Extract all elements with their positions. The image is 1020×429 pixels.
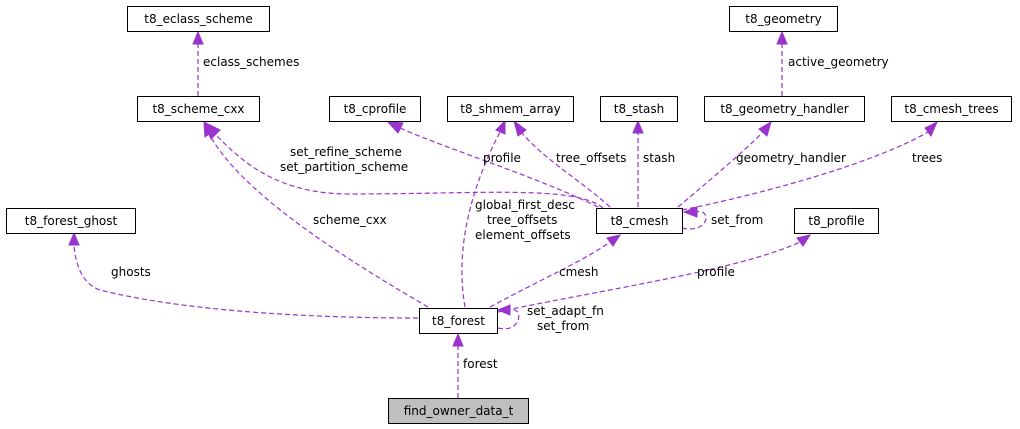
node-t8-forest-ghost[interactable]: t8_forest_ghost (6, 208, 136, 234)
edge-cmesh-tree-offsets (513, 119, 611, 208)
edge-forest-profile (497, 234, 812, 313)
label-element-offsets: element_offsets (475, 228, 571, 242)
label-active-geometry: active_geometry (788, 55, 889, 69)
edge-cmesh-set-from (681, 206, 707, 230)
svg-text:t8_forest_ghost: t8_forest_ghost (25, 214, 118, 228)
node-t8-cmesh[interactable]: t8_cmesh (596, 208, 683, 234)
label-cmesh-trees: trees (912, 151, 942, 165)
node-t8-scheme-cxx[interactable]: t8_scheme_cxx (137, 96, 260, 122)
svg-text:t8_profile: t8_profile (808, 214, 864, 228)
svg-text:t8_stash: t8_stash (614, 102, 665, 116)
edge-cmesh-trees (681, 120, 938, 211)
edge-find-owner-forest (452, 332, 464, 398)
node-t8-eclass-scheme[interactable]: t8_eclass_scheme (127, 6, 270, 32)
label-cmesh-set-from: set_from (711, 213, 763, 227)
label-forest: forest (463, 357, 498, 371)
edge-forest-ghosts (68, 231, 419, 319)
label-global-first-desc: global_first_desc (475, 198, 575, 212)
edge-eclass-schemes (192, 30, 204, 96)
svg-text:find_owner_data_t: find_owner_data_t (404, 404, 514, 418)
label-set-partition-scheme: set_partition_scheme (280, 160, 408, 174)
edge-cmesh-profile (386, 121, 599, 208)
node-t8-forest[interactable]: t8_forest (419, 308, 498, 334)
svg-text:t8_forest: t8_forest (432, 314, 485, 328)
svg-text:t8_cprofile: t8_cprofile (344, 102, 407, 116)
node-t8-profile[interactable]: t8_profile (794, 208, 879, 234)
edge-forest-set-adapt (496, 304, 520, 330)
label-forest-tree-offsets: tree_offsets (487, 213, 557, 227)
label-set-refine-scheme: set_refine_scheme (290, 145, 402, 159)
node-t8-shmem-array[interactable]: t8_shmem_array (447, 96, 574, 122)
edge-active-geometry (776, 30, 788, 96)
node-t8-stash[interactable]: t8_stash (600, 96, 678, 122)
node-t8-cmesh-trees[interactable]: t8_cmesh_trees (891, 96, 1012, 122)
label-cmesh-geometry-handler: geometry_handler (736, 151, 846, 165)
edge-cmesh-stash (632, 119, 644, 207)
label-cmesh-tree-offsets: tree_offsets (556, 151, 626, 165)
svg-text:t8_shmem_array: t8_shmem_array (460, 102, 560, 116)
label-set-adapt-fn: set_adapt_fn (527, 304, 604, 318)
label-forest-cmesh: cmesh (559, 265, 599, 279)
svg-text:t8_geometry_handler: t8_geometry_handler (720, 102, 848, 116)
label-forest-ghosts: ghosts (111, 265, 151, 279)
svg-text:t8_cmesh_trees: t8_cmesh_trees (904, 102, 998, 116)
svg-text:t8_geometry: t8_geometry (745, 12, 822, 26)
edge-forest-scheme-cxx (203, 120, 429, 308)
label-eclass-schemes: eclass_schemes (203, 55, 299, 69)
edge-forest-cmesh (489, 234, 622, 308)
svg-text:t8_eclass_scheme: t8_eclass_scheme (144, 12, 252, 26)
node-t8-cprofile[interactable]: t8_cprofile (329, 96, 421, 122)
label-forest-profile: profile (697, 265, 735, 279)
label-forest-set-from: set_from (537, 319, 589, 333)
label-cmesh-profile: profile (483, 151, 521, 165)
svg-text:t8_scheme_cxx: t8_scheme_cxx (152, 102, 244, 116)
svg-text:t8_cmesh: t8_cmesh (611, 214, 669, 228)
label-cmesh-stash: stash (643, 151, 675, 165)
label-forest-scheme-cxx: scheme_cxx (313, 213, 387, 227)
edge-cmesh-geometry-handler (677, 120, 772, 208)
edge-forest-shmem-array (461, 119, 506, 308)
node-t8-geometry-handler[interactable]: t8_geometry_handler (704, 96, 865, 122)
node-find-owner-data-t[interactable]: find_owner_data_t (388, 398, 529, 424)
node-t8-geometry[interactable]: t8_geometry (729, 6, 838, 32)
